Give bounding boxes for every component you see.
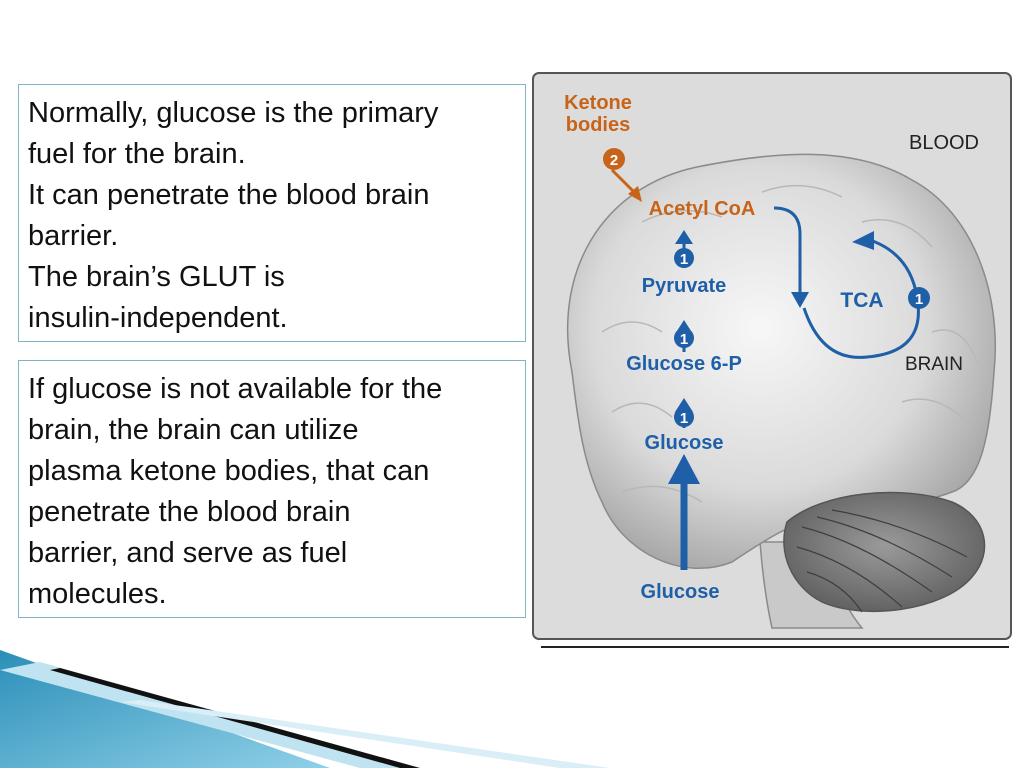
svg-text:1: 1 bbox=[915, 291, 923, 308]
text-box-ketone-bodies: If glucose is not available for the brai… bbox=[18, 360, 526, 618]
glucose-6p-label: Glucose 6-P bbox=[626, 353, 742, 375]
brain-metabolism-diagram: 1 1 1 1 2 Ketone bodies Acetyl CoA Pyruv… bbox=[532, 72, 1012, 640]
step-1-circle: 1 bbox=[674, 407, 694, 427]
tca-cycle-arrowhead bbox=[852, 231, 874, 250]
figure-underline bbox=[541, 646, 1009, 648]
text-line: barrier, and serve as fuel bbox=[28, 537, 348, 569]
svg-text:2: 2 bbox=[610, 152, 618, 169]
blood-label: BLOOD bbox=[909, 132, 979, 154]
brain-label: BRAIN bbox=[905, 354, 963, 375]
glucose-transport-arrowhead bbox=[668, 454, 700, 484]
text-line: penetrate the blood brain bbox=[28, 496, 351, 528]
pyruvate-label: Pyruvate bbox=[642, 275, 727, 297]
acetyl-to-tca-arrow bbox=[773, 206, 802, 298]
svg-text:1: 1 bbox=[680, 251, 688, 268]
text-line: molecules. bbox=[28, 578, 167, 610]
text-line: Normally, glucose is the primary bbox=[28, 97, 439, 129]
brain-cerebellum bbox=[783, 491, 986, 613]
text-line: barrier. bbox=[28, 220, 119, 252]
step-1-circle: 1 bbox=[908, 287, 930, 309]
cerebellum-folds bbox=[796, 509, 968, 613]
svg-text:1: 1 bbox=[680, 331, 688, 348]
text-box-glucose-fuel: Normally, glucose is the primary fuel fo… bbox=[18, 84, 526, 342]
slide-decoration bbox=[0, 650, 610, 768]
step-1-circle: 1 bbox=[674, 328, 694, 348]
glucose-inside-label: Glucose bbox=[645, 432, 724, 454]
acetyl-coa-label: Acetyl CoA bbox=[649, 198, 756, 220]
tca-label: TCA bbox=[840, 289, 883, 312]
tca-cycle-arc bbox=[802, 238, 920, 359]
ketone-arrowhead bbox=[628, 186, 642, 202]
text-line: plasma ketone bodies, that can bbox=[28, 455, 430, 487]
acetyl-to-tca-arrowhead bbox=[791, 292, 809, 308]
text-line: The brain’s GLUT is bbox=[28, 261, 285, 293]
ketone-arrow bbox=[610, 168, 638, 196]
text-line: insulin-independent. bbox=[28, 302, 288, 334]
text-line: brain, the brain can utilize bbox=[28, 414, 359, 446]
text-line: It can penetrate the blood brain bbox=[28, 179, 430, 211]
ketone-label: bodies bbox=[566, 114, 630, 136]
svg-text:1: 1 bbox=[680, 410, 688, 427]
glucose-blood-label: Glucose bbox=[641, 581, 720, 603]
text-line: If glucose is not available for the bbox=[28, 373, 443, 405]
brain-gyri bbox=[601, 184, 978, 503]
ketone-label: Ketone bbox=[564, 92, 632, 114]
step-1-circle: 1 bbox=[674, 248, 694, 268]
step-2-circle: 2 bbox=[603, 148, 625, 170]
text-line: fuel for the brain. bbox=[28, 138, 246, 170]
